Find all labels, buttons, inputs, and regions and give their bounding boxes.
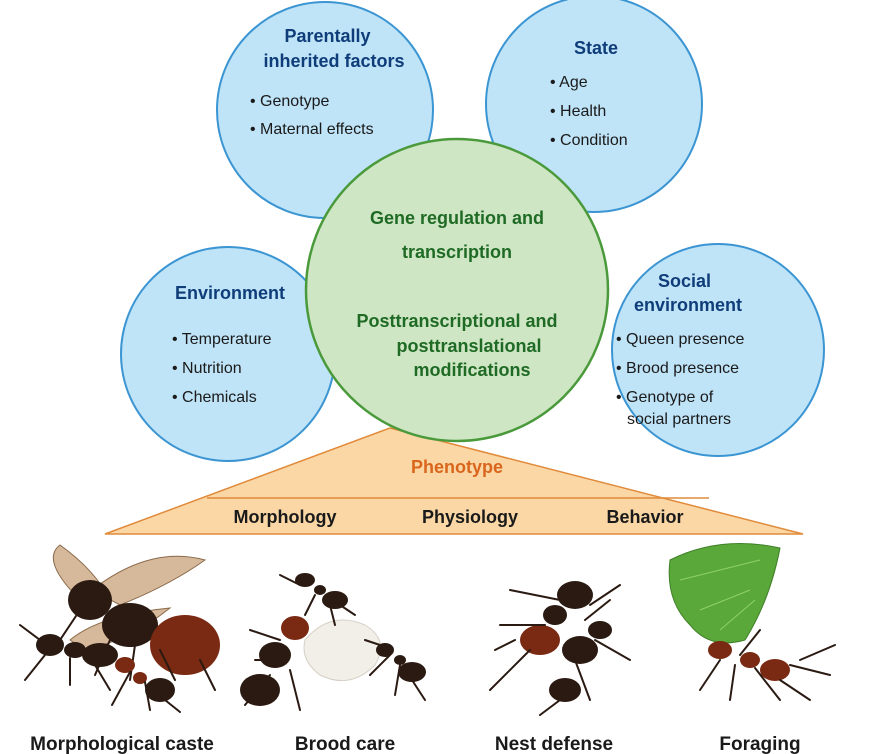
photo-nest-defense — [489, 581, 631, 716]
circle-state — [485, 0, 703, 213]
state-bullet-3: • Condition — [550, 132, 628, 149]
environment-bullet-3: • Chemicals — [172, 389, 257, 406]
trait-physiology: Physiology — [422, 507, 518, 527]
circle-environment — [120, 246, 336, 462]
caption-nest-defense: Nest defense — [495, 734, 613, 754]
parental-bullet-2: • Maternal effects — [250, 121, 374, 138]
environment-bullet-1: • Temperature — [172, 331, 272, 348]
caption-brood-care: Brood care — [295, 734, 395, 754]
parental-bullet-1: • Genotype — [250, 93, 330, 110]
photo-brood-care — [240, 573, 426, 711]
center-line-1: Gene regulation and — [370, 208, 544, 228]
caption-morphological-caste: Morphological caste — [30, 734, 214, 754]
circle-center — [304, 137, 610, 443]
state-bullet-2: • Health — [550, 103, 606, 120]
social-bullet-1: • Queen presence — [616, 331, 744, 348]
trait-behavior: Behavior — [606, 507, 683, 527]
center-line-3: Posttranscriptional and — [356, 311, 557, 331]
center-line-5: modifications — [413, 360, 530, 380]
circle-social — [611, 243, 825, 457]
photo-morphological-caste — [19, 544, 220, 713]
environment-bullet-2: • Nutrition — [172, 360, 242, 377]
trait-morphology: Morphology — [234, 507, 337, 527]
social-bullet-3: • Genotype of — [616, 389, 714, 406]
center-line-2: transcription — [402, 242, 512, 262]
state-bullet-1: • Age — [550, 74, 588, 91]
parental-title: Parentally inherited factors — [263, 26, 404, 71]
state-title: State — [574, 38, 618, 58]
social-title: Social environment — [634, 271, 742, 315]
social-bullet-2: • Brood presence — [616, 360, 739, 377]
caption-foraging: Foraging — [719, 734, 800, 754]
phenotype-title: Phenotype — [411, 457, 503, 477]
phenotype-triangle — [104, 427, 804, 535]
photo-foraging — [668, 543, 836, 701]
center-line-4: posttranslational — [396, 336, 541, 356]
social-bullet-4: social partners — [627, 411, 731, 428]
environment-title: Environment — [175, 283, 285, 303]
